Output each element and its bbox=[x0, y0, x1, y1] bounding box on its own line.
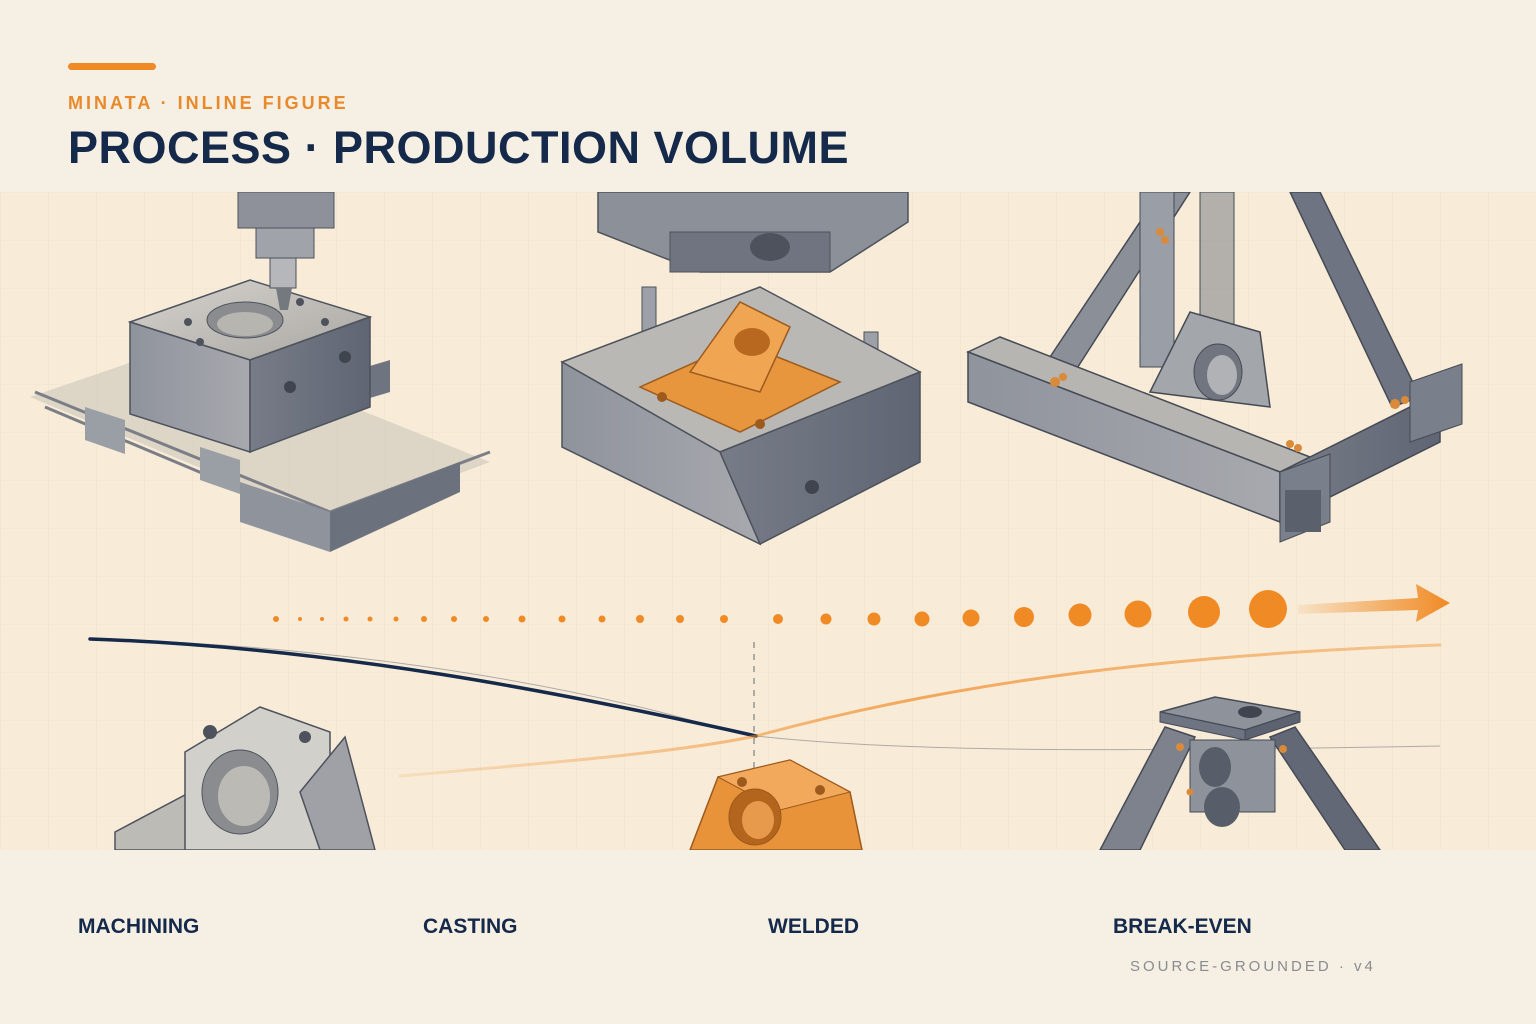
casting-illustration bbox=[560, 192, 922, 546]
label-break-even: BREAK-EVEN bbox=[1113, 915, 1252, 938]
welded-illustration bbox=[966, 192, 1463, 543]
source-note: SOURCE-GROUNDED · v4 bbox=[1130, 958, 1376, 975]
machining-illustration bbox=[30, 192, 491, 552]
label-welded: WELDED bbox=[768, 915, 859, 938]
process-illustration bbox=[0, 192, 1536, 850]
volume-axis bbox=[273, 584, 1450, 628]
cost-curves bbox=[88, 637, 1442, 832]
label-machining: MACHINING bbox=[78, 915, 200, 938]
label-casting: CASTING bbox=[423, 915, 518, 938]
welded-part bbox=[1099, 696, 1381, 850]
machined-part bbox=[114, 706, 376, 850]
accent-bar bbox=[68, 63, 156, 70]
eyebrow-label: MINATA · INLINE FIGURE bbox=[68, 93, 349, 113]
cast-part bbox=[689, 759, 863, 850]
page-title: PROCESS · PRODUCTION VOLUME bbox=[68, 122, 850, 173]
